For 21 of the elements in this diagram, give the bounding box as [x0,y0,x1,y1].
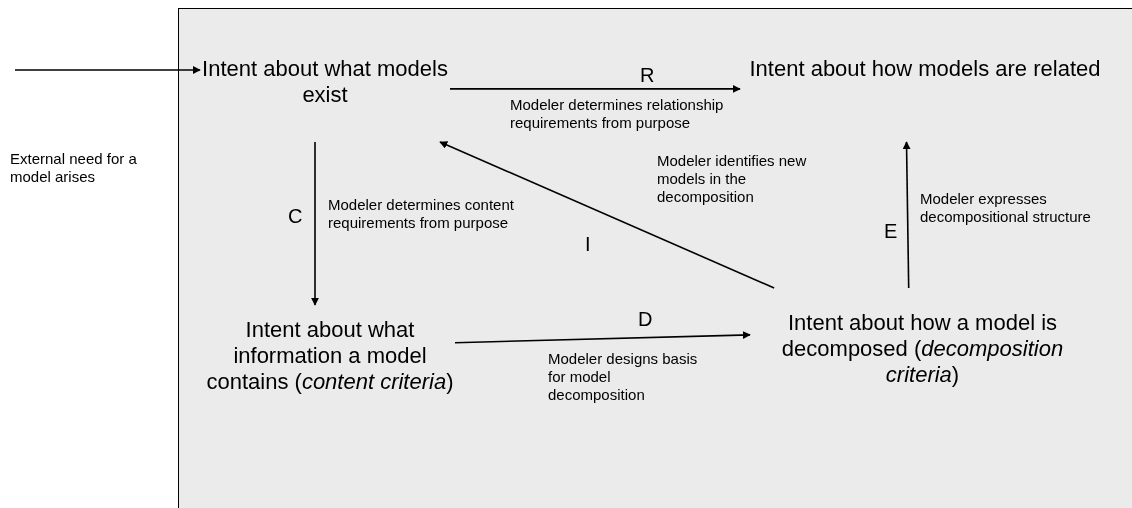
annotation-text: Modeler identifies new models in the decomposition [657,152,808,206]
edge-label: I [585,233,591,255]
annotation-text: Modeler designs basis for model decomposition [548,350,699,404]
node-text: Intent about what models exist [201,56,449,108]
edge-label: D [638,308,653,330]
arrow [439,141,775,289]
arrow [311,141,319,306]
annotation-text: Modeler expresses decompositional structure [920,190,1092,226]
annotation-text: External need for a model arises [10,150,138,186]
node-text: Intent about how models are related [748,56,1102,82]
annotation-text: Modeler determines relationship requirements from purpose [510,96,725,132]
edge-label: E [884,220,898,242]
annotation-text: Modeler determines content requirements from purpose [328,196,515,232]
arrow [454,331,751,344]
arrow [14,66,201,74]
edge-label: C [288,205,303,227]
node-text: Intent about how a model is decomposed (decomposition criteria) [780,310,1065,388]
arrow [902,141,911,289]
edge-label: R [640,64,655,86]
node-text: Intent about what information a model contains (content criteria) [205,317,455,395]
arrow [449,84,741,93]
